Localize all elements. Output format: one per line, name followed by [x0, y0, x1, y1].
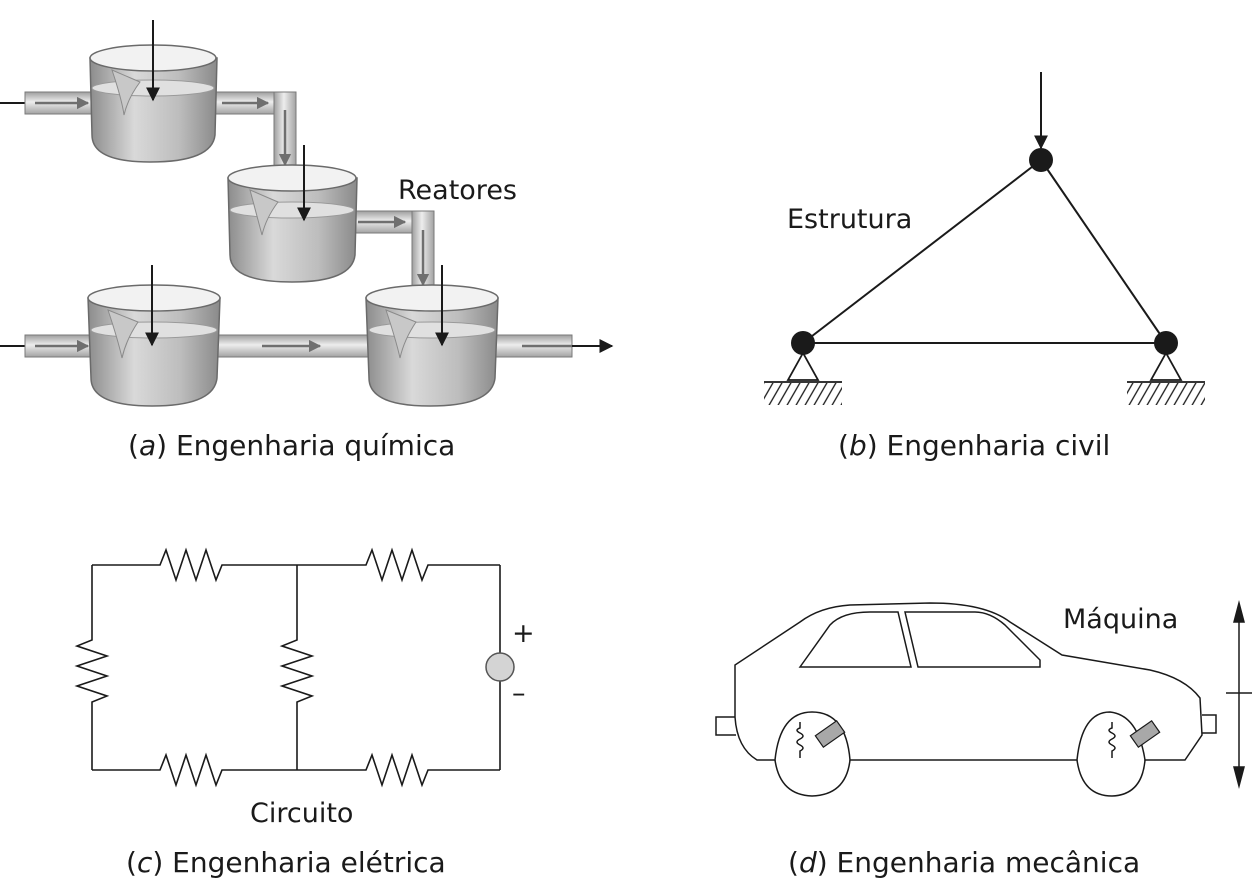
front-bumper: [715, 716, 736, 736]
panel-b-civil: Estrutura (b) Engenharia civil: [764, 72, 1205, 462]
panel-a-chemical: Reatores (a) Engenharia química: [0, 20, 614, 462]
truss-node-top: [1029, 148, 1053, 172]
truss-node-left: [791, 331, 815, 355]
caption-a: (a) Engenharia química: [128, 429, 455, 462]
minus-sign: –: [512, 678, 526, 709]
resistor-bottom-right: [297, 752, 500, 788]
window-rear: [904, 611, 1041, 668]
panel-d-mechanical: [715, 602, 1217, 797]
resistor-top-right: [297, 547, 500, 583]
caption-c: (c) Engenharia elétrica: [126, 846, 446, 879]
resistor-middle: [279, 565, 315, 770]
resistor-left: [74, 565, 110, 770]
panel-c-electrical: [74, 547, 515, 788]
support-right: [1127, 351, 1205, 405]
plus-sign: +: [512, 618, 535, 649]
reactor-3: [87, 265, 221, 407]
damper-rear: [1129, 719, 1161, 749]
pipe-network: [0, 91, 614, 358]
wheel-well-rear: [1076, 759, 1146, 797]
truss-member-left: [802, 159, 1042, 344]
spring-rear: [1108, 722, 1116, 758]
wheel-well-front: [774, 759, 851, 797]
rear-bumper: [1202, 714, 1217, 734]
reactor-2: [227, 145, 358, 283]
damper-front: [814, 719, 846, 749]
reactor-1: [89, 20, 218, 163]
caption-d: (d) Engenharia mecânica: [788, 846, 1140, 879]
structure-label: Estrutura: [787, 204, 912, 235]
spring-front: [796, 722, 804, 758]
reactors-label: Reatores: [398, 175, 517, 206]
voltage-source: [485, 652, 515, 682]
resistor-bottom-left: [92, 752, 297, 788]
car-body: [734, 602, 1203, 761]
reactor-4: [365, 265, 499, 407]
window-front: [798, 611, 912, 668]
caption-b: (b) Engenharia civil: [838, 429, 1110, 462]
support-left: [764, 351, 842, 405]
machine-label: Máquina: [1063, 604, 1178, 635]
resistor-top-left: [92, 547, 297, 583]
circuit-label: Circuito: [250, 798, 353, 829]
truss-member-right: [1040, 159, 1167, 344]
truss-node-right: [1154, 331, 1178, 355]
vertical-motion-arrow: [1226, 600, 1252, 789]
